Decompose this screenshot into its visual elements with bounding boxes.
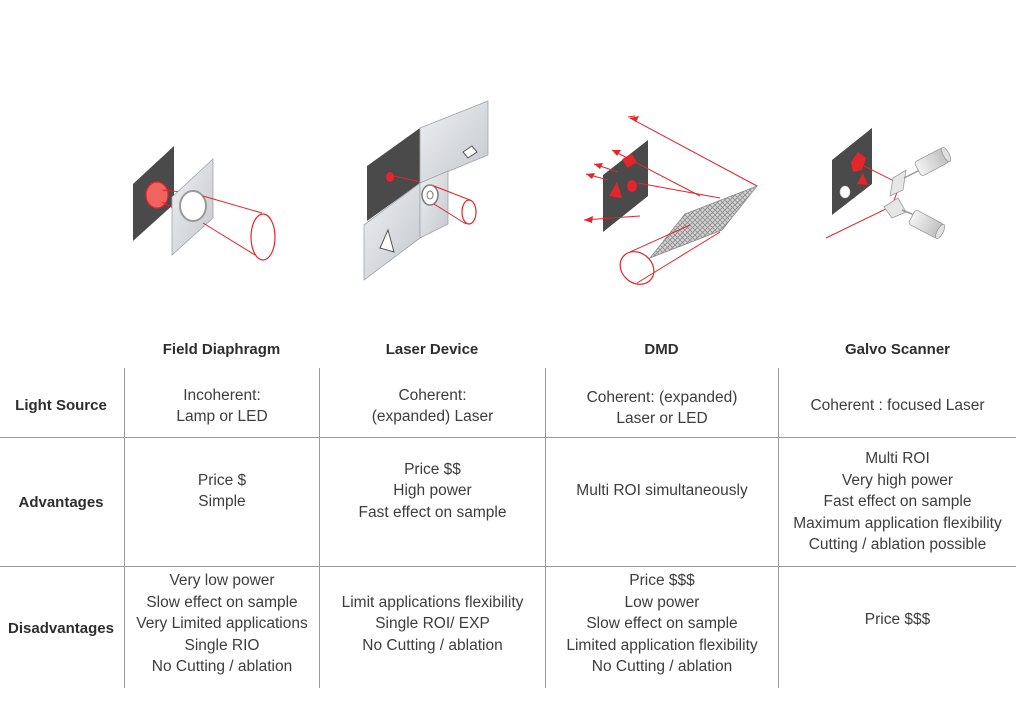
cell-line: Low power xyxy=(624,593,700,611)
column-divider xyxy=(778,368,779,688)
column-header-dmd: DMD xyxy=(644,341,679,358)
column-header-laser-device: Laser Device xyxy=(385,341,479,358)
galvo-mirror-1 xyxy=(889,169,907,197)
cell-line: Very high power xyxy=(841,471,954,489)
cell-disadvantages-laser-device: Limit applications flexibility Single RO… xyxy=(320,568,545,680)
cell-light-source-field-diaphragm: Incoherent: Lamp or LED xyxy=(125,377,319,435)
cell-line: No Cutting / ablation xyxy=(362,636,503,654)
cell-line: Price $$$ xyxy=(864,611,931,629)
light-cylinder xyxy=(250,213,276,261)
cell-line: Fast effect on sample xyxy=(823,493,972,511)
cell-line: Slow effect on sample xyxy=(586,615,738,633)
cell-line: Laser or LED xyxy=(616,410,708,427)
field-diaphragm-illustration xyxy=(133,146,276,261)
cell-disadvantages-field-diaphragm: Very low power Slow effect on sample Ver… xyxy=(125,568,319,680)
galvo-motor-2 xyxy=(908,210,946,240)
cell-disadvantages-galvo-scanner: Price $$$ xyxy=(779,568,1016,672)
cell-line: Incoherent: xyxy=(183,386,261,404)
column-divider xyxy=(124,368,125,688)
diamond-shape xyxy=(462,145,478,159)
cell-line: Price $ xyxy=(197,471,247,489)
cell-line: Cutting / ablation possible xyxy=(808,536,987,554)
cell-line: Price $$$ xyxy=(629,572,695,590)
cell-line: Multi ROI simultaneously xyxy=(576,482,748,500)
cell-line: (expanded) Laser xyxy=(371,408,494,425)
cell-line: Multi ROI xyxy=(865,450,930,468)
row-header-light-source: Light Source xyxy=(15,396,107,414)
cell-line: Lamp or LED xyxy=(176,408,268,425)
row-header-advantages: Advantages xyxy=(18,493,104,511)
cell-line: High power xyxy=(393,482,472,500)
laser-beam xyxy=(461,199,477,225)
cell-line: Coherent: (expanded) xyxy=(586,388,738,406)
column-divider xyxy=(545,368,546,688)
row-divider xyxy=(0,566,1016,567)
triangle-shape xyxy=(379,228,395,253)
micromirror-array xyxy=(648,185,759,259)
glass-panel-top xyxy=(419,100,489,184)
dark-mask-panel xyxy=(367,128,420,221)
cell-line: No Cutting / ablation xyxy=(591,658,733,676)
cell-advantages-laser-device: Price $$ High power Fast effect on sampl… xyxy=(320,439,545,543)
cell-light-source-laser-device: Coherent: (expanded) Laser xyxy=(320,377,545,435)
cell-line: Very Limited applications xyxy=(136,615,308,633)
cell-advantages-field-diaphragm: Price $ Simple xyxy=(125,439,319,543)
column-header-galvo-scanner: Galvo Scanner xyxy=(844,341,951,358)
dmd-illustration xyxy=(583,115,759,285)
cell-line: Coherent: xyxy=(398,386,467,404)
column-header-field-diaphragm: Field Diaphragm xyxy=(162,341,281,358)
cell-line: Limited application flexibility xyxy=(566,636,758,654)
row-divider xyxy=(0,437,1016,438)
cell-line: Maximum application flexibility xyxy=(793,514,1002,532)
technology-illustrations xyxy=(133,100,952,285)
cell-line: Slow effect on sample xyxy=(146,593,298,611)
column-divider xyxy=(319,368,320,688)
cell-line: Limit applications flexibility xyxy=(341,593,524,611)
cell-advantages-dmd: Multi ROI simultaneously xyxy=(546,439,778,543)
cell-disadvantages-dmd: Price $$$ Low power Slow effect on sampl… xyxy=(546,568,778,680)
laser-device-illustration xyxy=(363,100,489,281)
galvo-mirror-2 xyxy=(883,197,907,219)
cell-line: No Cutting / ablation xyxy=(151,658,293,676)
cell-light-source-galvo-scanner: Coherent : focused Laser xyxy=(779,377,1016,435)
galvo-scanner-illustration xyxy=(825,128,952,240)
dark-mask-panel xyxy=(832,128,872,215)
cell-line: Simple xyxy=(198,493,246,510)
cell-line: Fast effect on sample xyxy=(358,503,507,521)
aperture-spot xyxy=(145,181,169,209)
row-header-disadvantages: Disadvantages xyxy=(8,619,114,637)
cell-line: Price $$ xyxy=(404,460,461,478)
comparison-table: Field Diaphragm Laser Device DMD Galvo S… xyxy=(0,335,1024,695)
cell-line: Very low power xyxy=(169,572,275,590)
cell-line: Single RIO xyxy=(184,636,260,654)
aperture-ring xyxy=(179,190,207,222)
galvo-motor-1 xyxy=(914,146,952,176)
cell-advantages-galvo-scanner: Multi ROI Very high power Fast effect on… xyxy=(779,439,1016,565)
cell-light-source-dmd: Coherent: (expanded) Laser or LED xyxy=(546,379,778,437)
light-cylinder xyxy=(619,251,655,285)
cell-line: Single ROI/ EXP xyxy=(375,615,490,633)
cell-line: Coherent : focused Laser xyxy=(810,397,985,415)
